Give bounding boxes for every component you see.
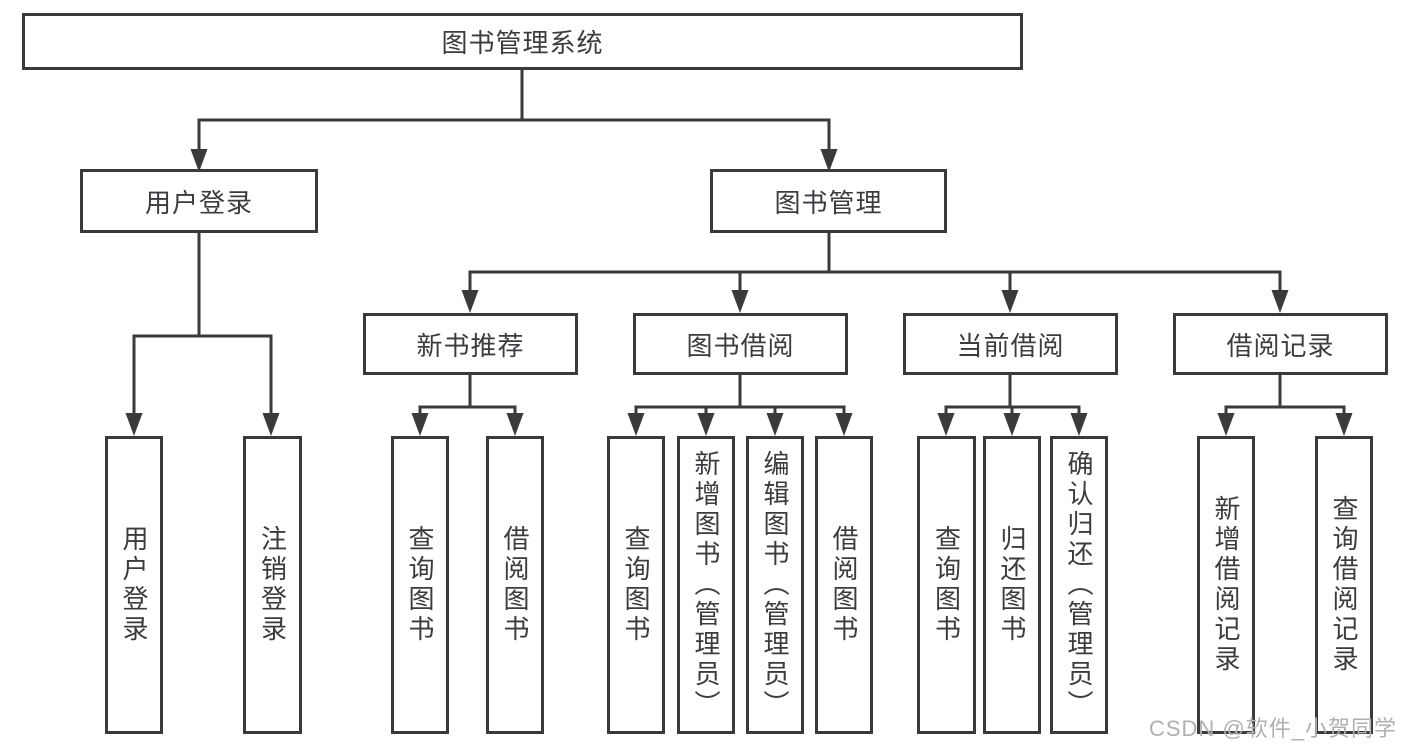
node-library-system: 图书管理系统 — [22, 13, 1023, 70]
leaf-query-books-current: 查询图书 — [917, 436, 976, 734]
node-label: 图书管理 — [774, 187, 883, 218]
leaf-add-books-admin: 新增图书（管理员） — [677, 436, 735, 734]
leaf-query-books-borrow: 查询图书 — [607, 436, 665, 734]
node-user-login: 用户登录 — [80, 169, 318, 233]
node-label: 归还图书 — [997, 525, 1027, 645]
node-label: 用户登录 — [119, 525, 149, 645]
node-label: 新书推荐 — [416, 330, 525, 361]
arrowhead-icons — [125, 149, 1353, 436]
node-label: 借阅记录 — [1226, 330, 1335, 361]
node-book-borrow: 图书借阅 — [633, 313, 848, 375]
node-label: 用户登录 — [144, 187, 253, 218]
csdn-watermark: CSDN @软件_小贺同学 — [1148, 716, 1397, 741]
leaf-return-books: 归还图书 — [983, 436, 1041, 734]
leaf-edit-books-admin: 编辑图书（管理员） — [746, 436, 804, 734]
node-new-book-recommend: 新书推荐 — [363, 313, 578, 375]
node-borrow-records: 借阅记录 — [1173, 313, 1388, 375]
leaf-user-login: 用户登录 — [105, 436, 163, 734]
node-current-borrow: 当前借阅 — [903, 313, 1118, 375]
node-label: 新增图书（管理员） — [691, 450, 721, 720]
node-label: 借阅图书 — [829, 525, 859, 645]
node-label: 新增借阅记录 — [1211, 495, 1241, 675]
leaf-query-books-recommend: 查询图书 — [391, 436, 449, 734]
node-label: 查询借阅记录 — [1329, 495, 1359, 675]
connector-line-path — [132, 69, 1346, 417]
node-label: 当前借阅 — [956, 330, 1065, 361]
leaf-borrow-books-recommend: 借阅图书 — [486, 436, 544, 734]
node-label: 查询图书 — [405, 525, 435, 645]
node-label: 编辑图书（管理员） — [760, 450, 790, 720]
node-label: 图书借阅 — [686, 330, 795, 361]
node-book-management: 图书管理 — [710, 169, 947, 233]
node-label: 查询图书 — [931, 525, 962, 645]
leaf-add-borrow-record: 新增借阅记录 — [1197, 436, 1255, 734]
node-label: 确认归还（管理员） — [1064, 450, 1094, 720]
leaf-borrow-books: 借阅图书 — [815, 436, 873, 734]
node-label: 查询图书 — [621, 525, 651, 645]
leaf-logout: 注销登录 — [243, 436, 302, 734]
leaf-query-borrow-record: 查询借阅记录 — [1315, 436, 1373, 734]
node-label: 借阅图书 — [500, 525, 530, 645]
node-label: 图书管理系统 — [441, 28, 604, 58]
leaf-confirm-return-admin: 确认归还（管理员） — [1050, 436, 1108, 734]
node-label: 注销登录 — [257, 525, 288, 645]
